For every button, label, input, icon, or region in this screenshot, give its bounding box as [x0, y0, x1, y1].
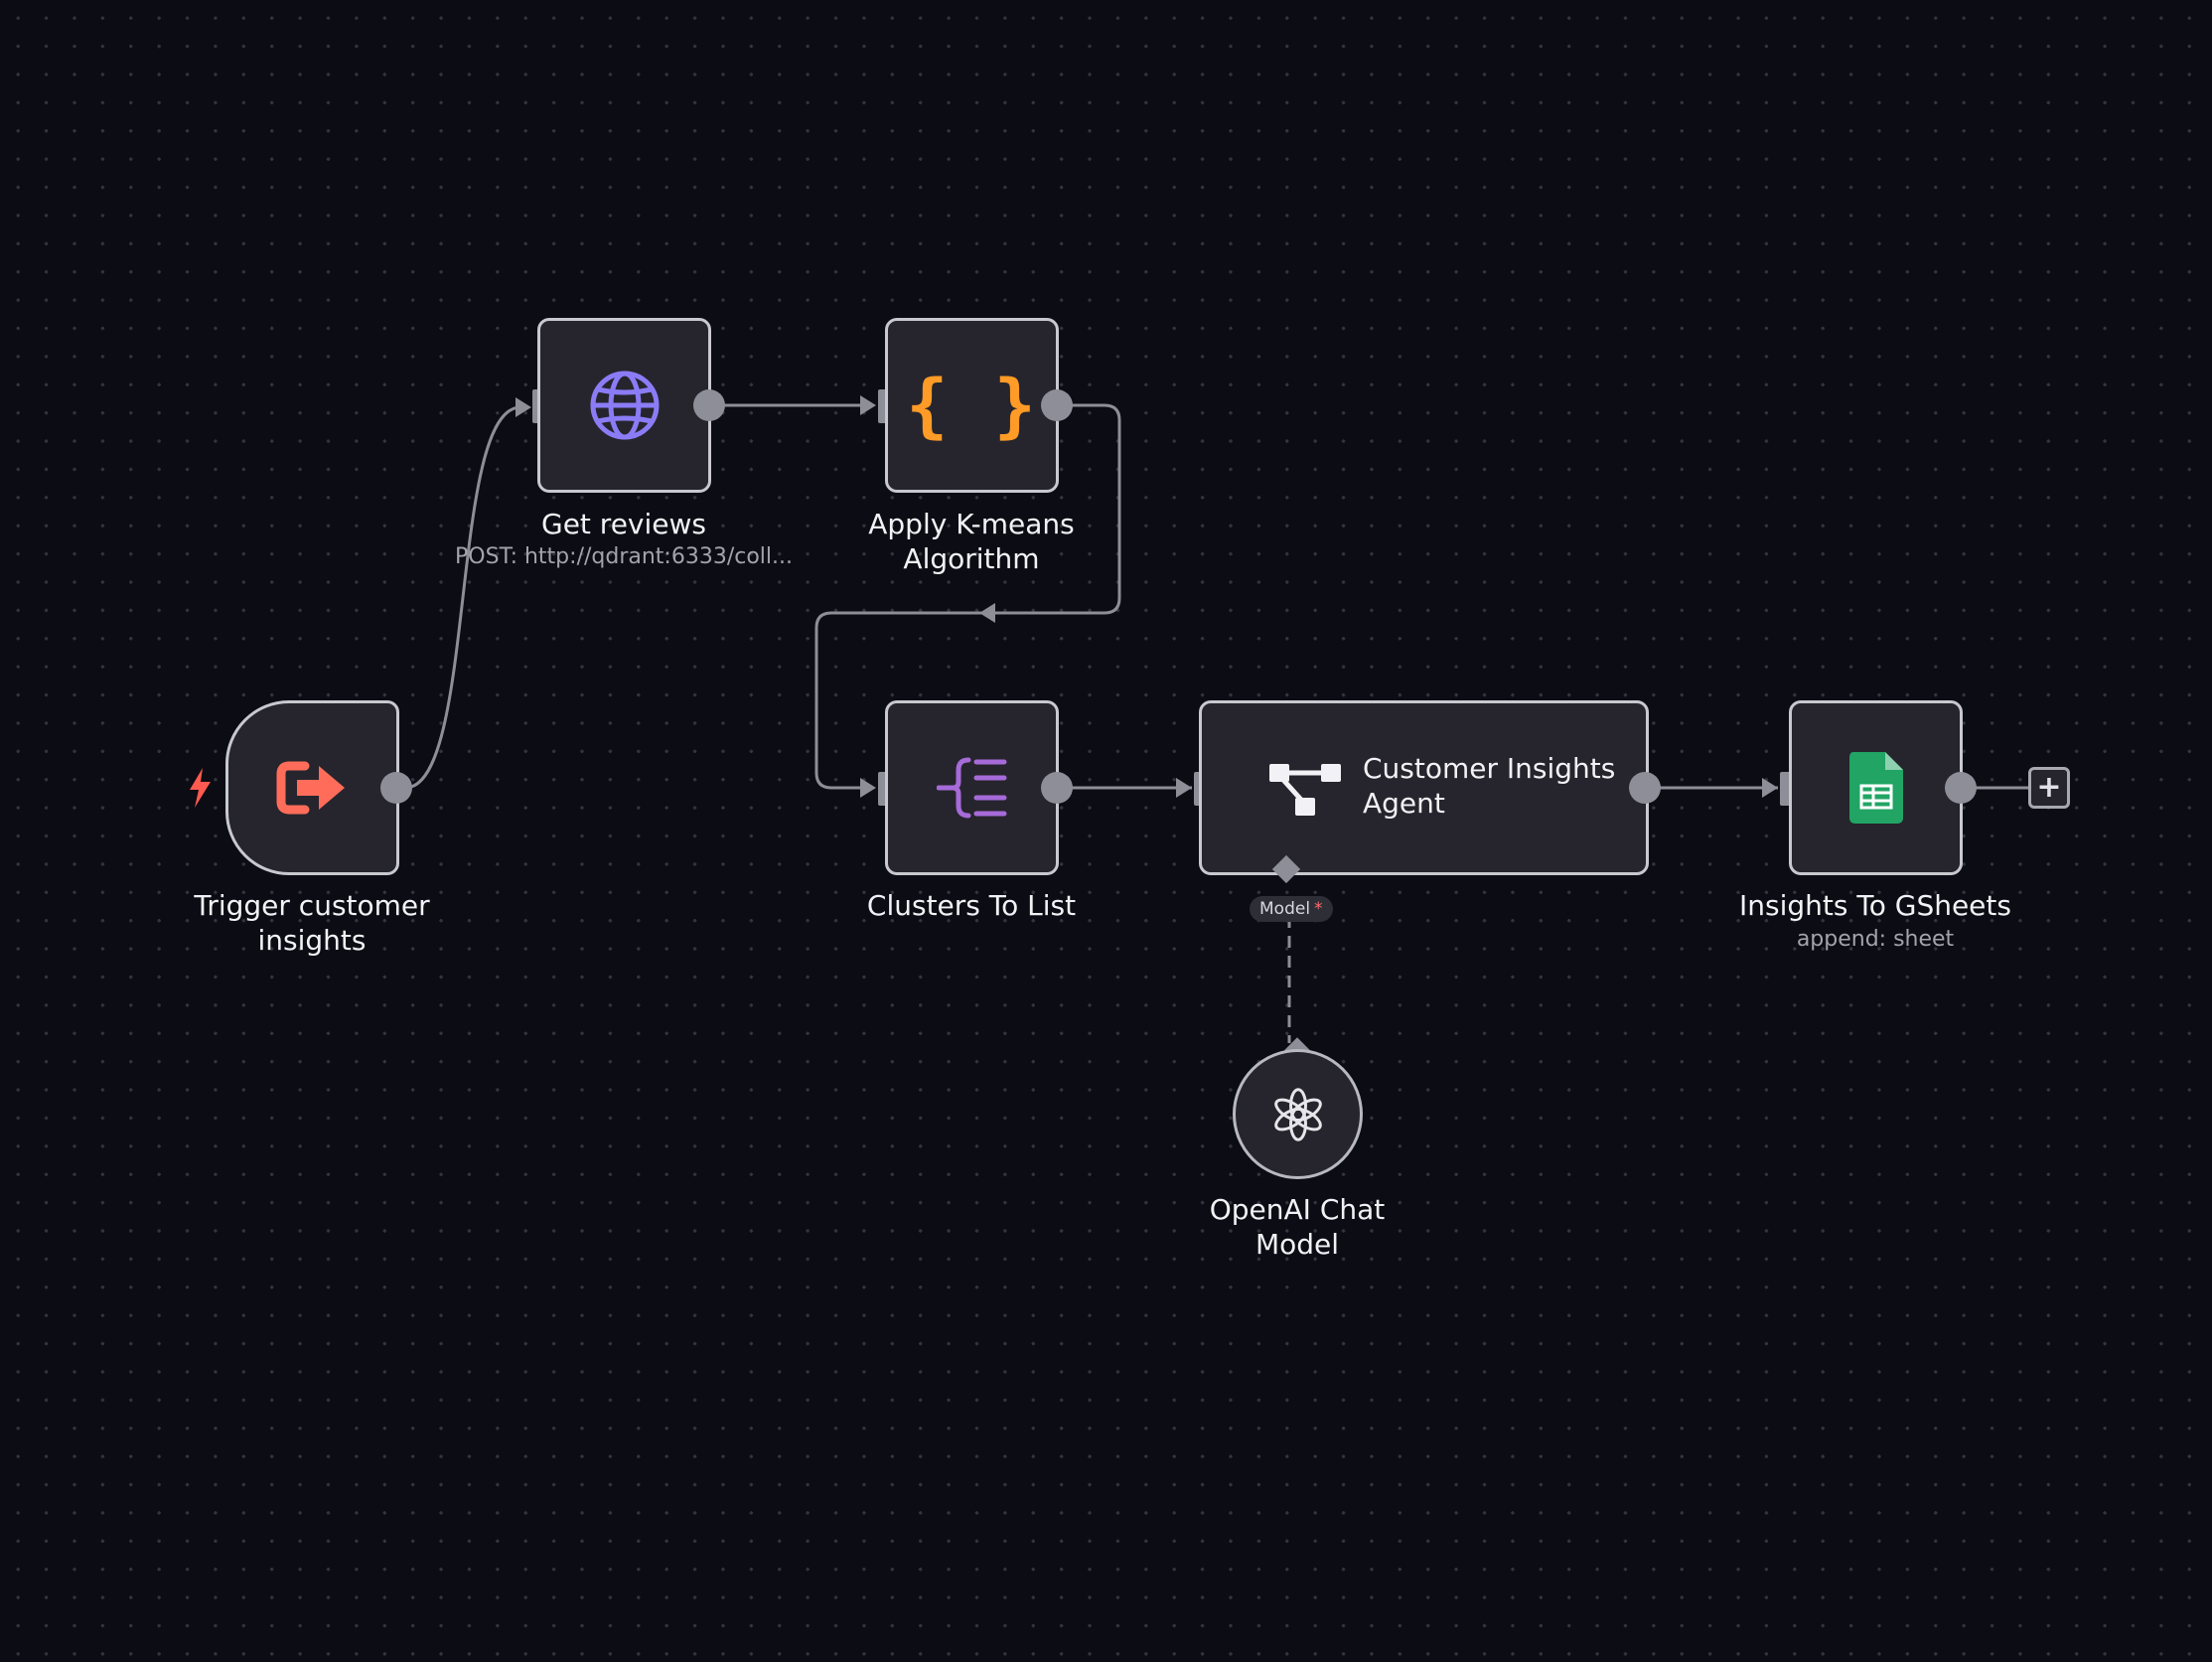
node-openai-chat-model[interactable]	[1233, 1049, 1363, 1179]
arrowhead	[860, 778, 876, 798]
google-sheets-icon	[1792, 703, 1960, 872]
add-node-button[interactable]: +	[2028, 767, 2070, 809]
node-apply-kmeans[interactable]: { }	[885, 318, 1059, 493]
connection-kmeans-to-clusters[interactable]	[814, 403, 1121, 790]
split-out-icon	[888, 703, 1056, 872]
connection-trigger-to-get-reviews[interactable]	[404, 405, 521, 790]
node-sublabel-gsheets: append: sheet	[1796, 927, 1955, 952]
output-port-get-reviews[interactable]	[693, 389, 725, 421]
trigger-bolt-icon	[185, 766, 215, 810]
arrowhead	[1762, 778, 1778, 798]
node-label-trigger: Trigger customer insights	[194, 889, 430, 957]
node-label-openai: OpenAI Chat Model	[1209, 1193, 1386, 1261]
node-label-gsheets: Insights To GSheets	[1739, 889, 2011, 922]
output-port-clusters[interactable]	[1041, 772, 1073, 804]
node-clusters-to-list[interactable]	[885, 700, 1059, 875]
openai-logo-icon	[1236, 1052, 1360, 1176]
node-get-reviews[interactable]	[537, 318, 711, 493]
code-braces-icon: { }	[906, 365, 1038, 446]
arrowhead	[516, 397, 531, 417]
node-label-kmeans: Apply K-means Algorithm	[868, 508, 1075, 575]
plus-icon: +	[2036, 770, 2062, 805]
sign-out-arrow-icon	[228, 703, 396, 872]
node-sublabel-get-reviews: POST: http://qdrant:6333/coll...	[455, 544, 793, 569]
model-port-badge: Model*	[1250, 896, 1333, 922]
node-trigger-customer-insights[interactable]	[225, 700, 399, 875]
node-customer-insights-agent[interactable]: Customer Insights Agent	[1199, 700, 1649, 875]
output-port-kmeans[interactable]	[1041, 389, 1073, 421]
output-port-trigger[interactable]	[380, 772, 412, 804]
node-insights-to-gsheets[interactable]	[1789, 700, 1963, 875]
arrowhead	[979, 603, 995, 623]
arrowhead	[1176, 778, 1192, 798]
node-label-clusters: Clusters To List	[866, 889, 1077, 922]
globe-icon	[540, 321, 708, 490]
agent-title: Customer Insights Agent	[1363, 752, 1616, 820]
output-port-agent[interactable]	[1629, 772, 1661, 804]
arrowhead	[860, 395, 876, 415]
node-label-get-reviews: Get reviews	[541, 508, 706, 540]
agent-tree-icon	[1269, 760, 1341, 820]
output-port-gsheets[interactable]	[1945, 772, 1977, 804]
